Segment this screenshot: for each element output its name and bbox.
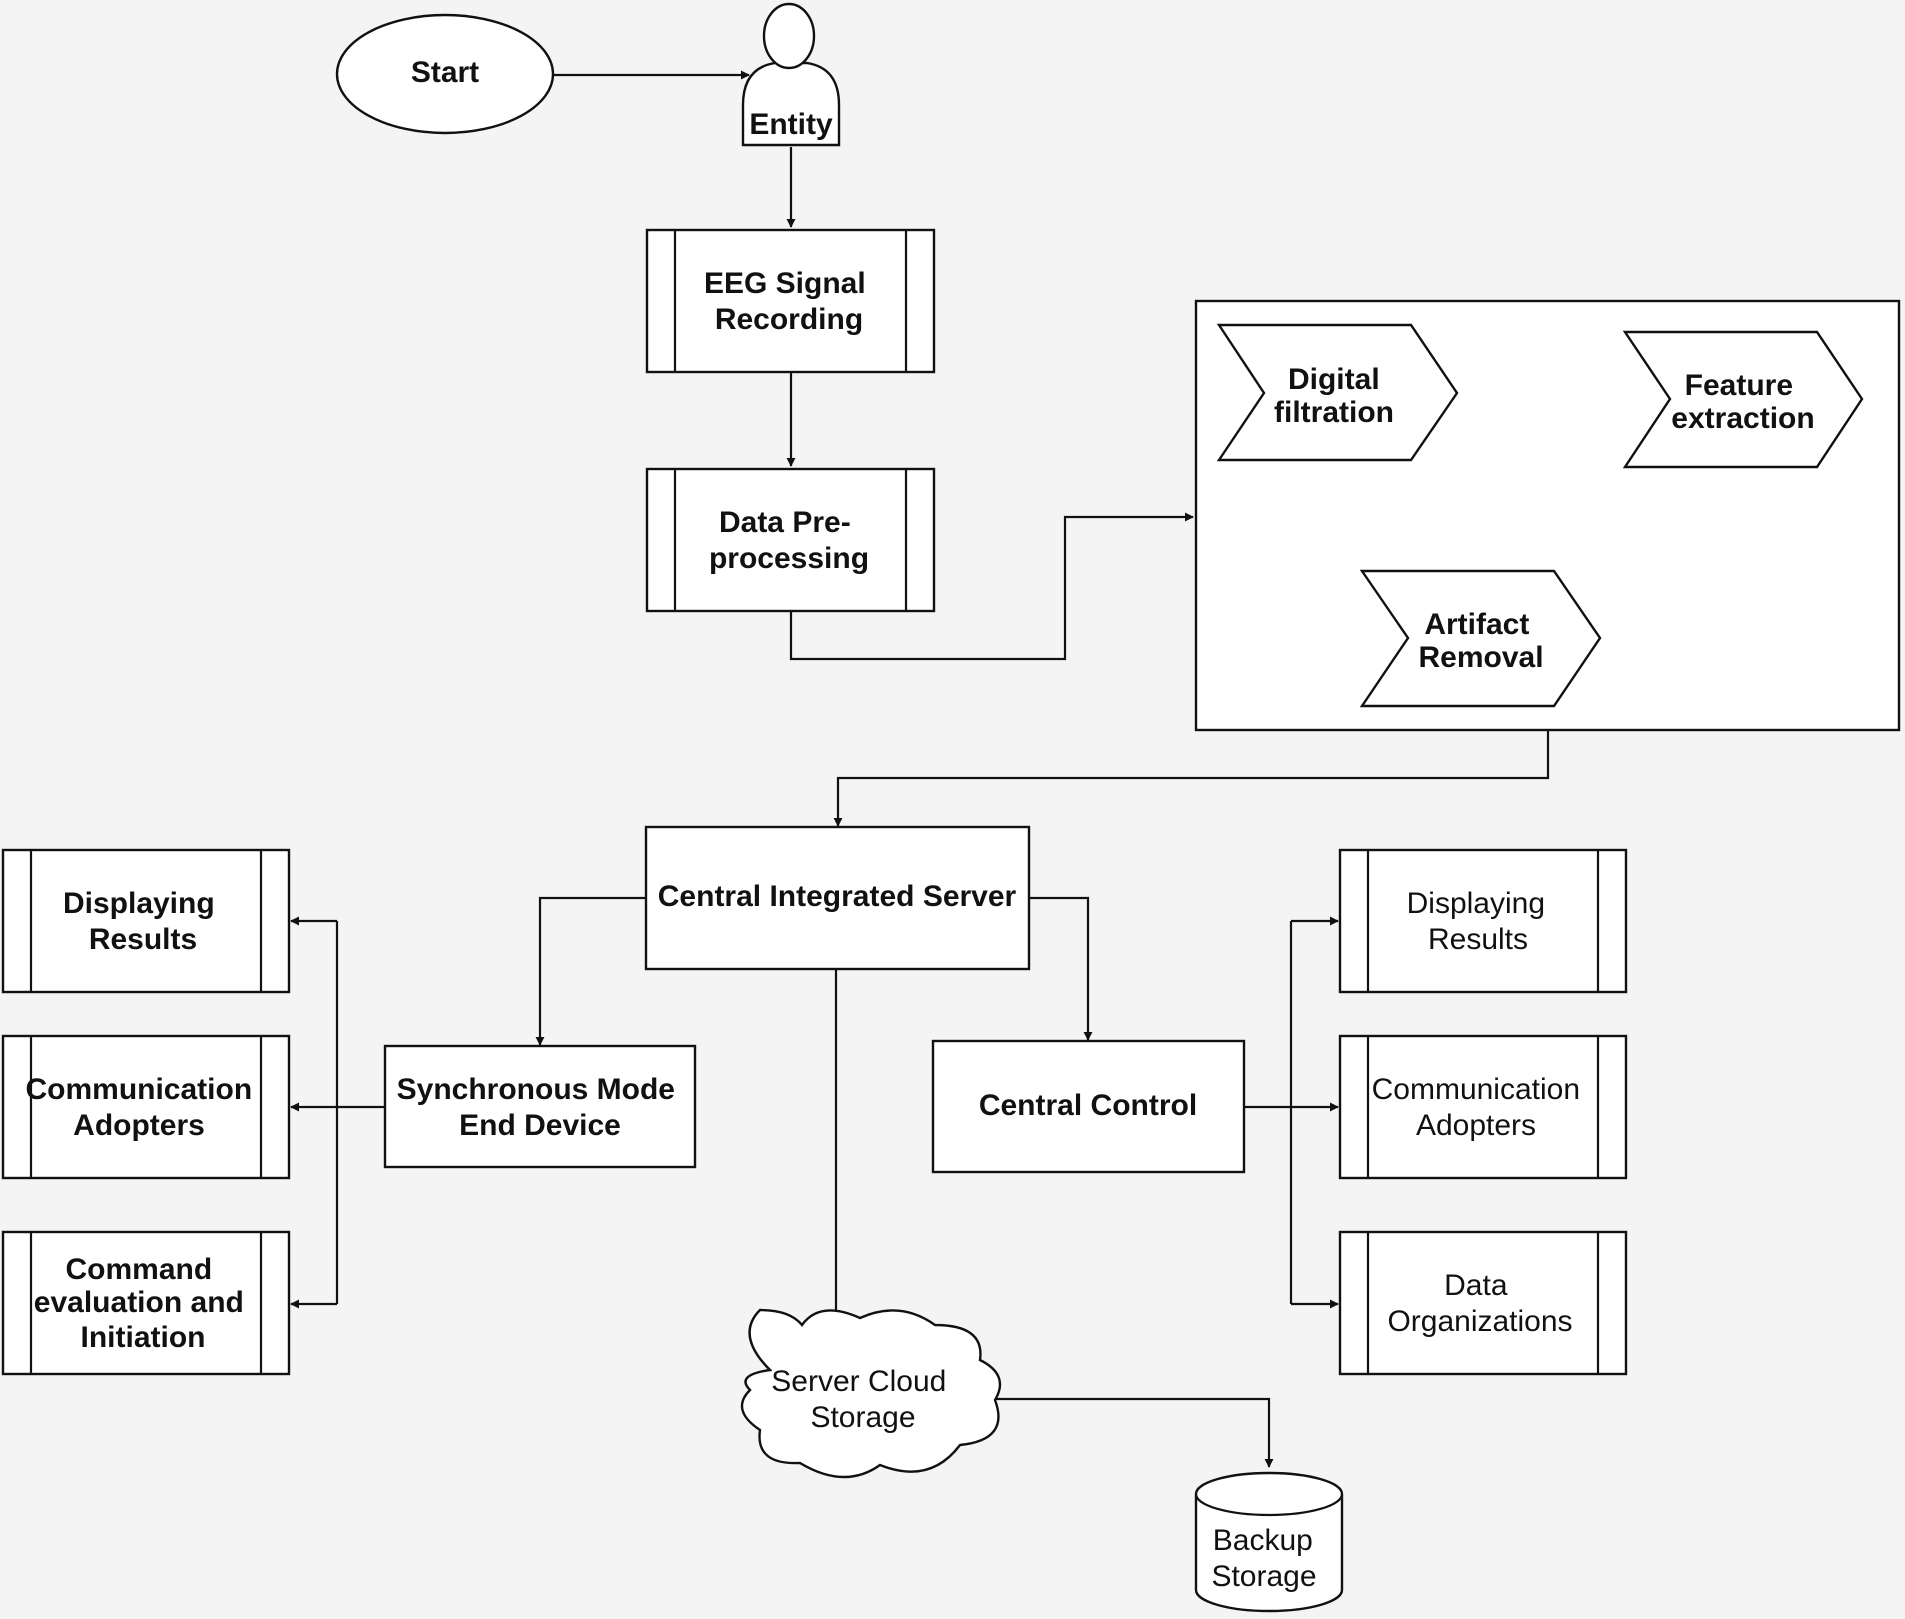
central-control-node: Central Control	[931, 1039, 1246, 1174]
preprocessing-process: Data Pre- processing	[645, 467, 936, 613]
start-label: Start	[411, 56, 479, 89]
left-command-evaluation: Command evaluation and Initiation	[1, 1230, 291, 1376]
cloud-icon	[740, 1308, 1002, 1479]
central-control-label: Central Control	[979, 1089, 1197, 1122]
database-icon	[1194, 1471, 1344, 1613]
right-data-organizations: Data Organizations	[1338, 1230, 1628, 1376]
eeg-recording-label: EEG Signal Recording	[704, 267, 874, 336]
arrow-cloud-to-backup	[995, 1397, 1274, 1468]
actor-icon	[741, 61, 841, 147]
start-node: Start	[335, 13, 555, 135]
cloud-storage-node: Server Cloud Storage	[740, 1308, 1002, 1479]
right-displaying-results-label: Displaying Results	[1407, 887, 1554, 956]
right-communication-adopters-label: Communication Adopters	[1372, 1073, 1589, 1142]
right-data-organizations-label: Data Organizations	[1387, 1269, 1572, 1338]
digital-filtration-step: Digital filtration	[1216, 323, 1459, 462]
backup-storage-label: Backup Storage	[1211, 1524, 1321, 1593]
right-displaying-results: Displaying Results	[1338, 848, 1628, 994]
entity-label: Entity	[749, 108, 833, 141]
sync-mode-label: Synchronous Mode End Device	[397, 1073, 684, 1142]
right-communication-adopters: Communication Adopters	[1338, 1034, 1628, 1180]
sync-mode-node: Synchronous Mode End Device	[383, 1044, 697, 1169]
feature-extraction-label: Feature extraction	[1671, 369, 1814, 435]
artifact-removal-step: Artifact Removal	[1359, 569, 1602, 708]
eeg-recording-process: EEG Signal Recording	[645, 228, 936, 374]
left-communication-adopters: Communication Adopters	[1, 1034, 291, 1180]
feature-extraction-step: Feature extraction	[1622, 330, 1864, 469]
arrow-server-to-central-control	[1029, 896, 1093, 1041]
left-displaying-results-label: Displaying Results	[63, 887, 223, 956]
artifact-removal-label: Artifact Removal	[1418, 608, 1543, 674]
digital-filtration-label: Digital filtration	[1274, 363, 1394, 429]
left-command-evaluation-label: Command evaluation and Initiation	[34, 1253, 252, 1354]
central-server-label: Central Integrated Server	[658, 880, 1017, 913]
preprocessing-label: Data Pre- processing	[709, 506, 869, 575]
arrow-preprocessing-to-processing-box	[789, 512, 1194, 661]
left-displaying-results: Displaying Results	[1, 848, 291, 994]
backup-storage-node: Backup Storage	[1194, 1471, 1344, 1613]
central-server-node: Central Integrated Server	[644, 825, 1031, 971]
signal-processing-container: Digital filtration Artifact Removal Feat…	[1194, 299, 1901, 732]
entity-node: Entity	[741, 2, 841, 147]
arrow-server-to-sync-mode	[535, 896, 646, 1046]
left-communication-adopters-label: Communication Adopters	[25, 1073, 260, 1142]
arrow-processing-box-to-server	[833, 731, 1550, 827]
cloud-storage-label: Server Cloud Storage	[771, 1365, 954, 1434]
